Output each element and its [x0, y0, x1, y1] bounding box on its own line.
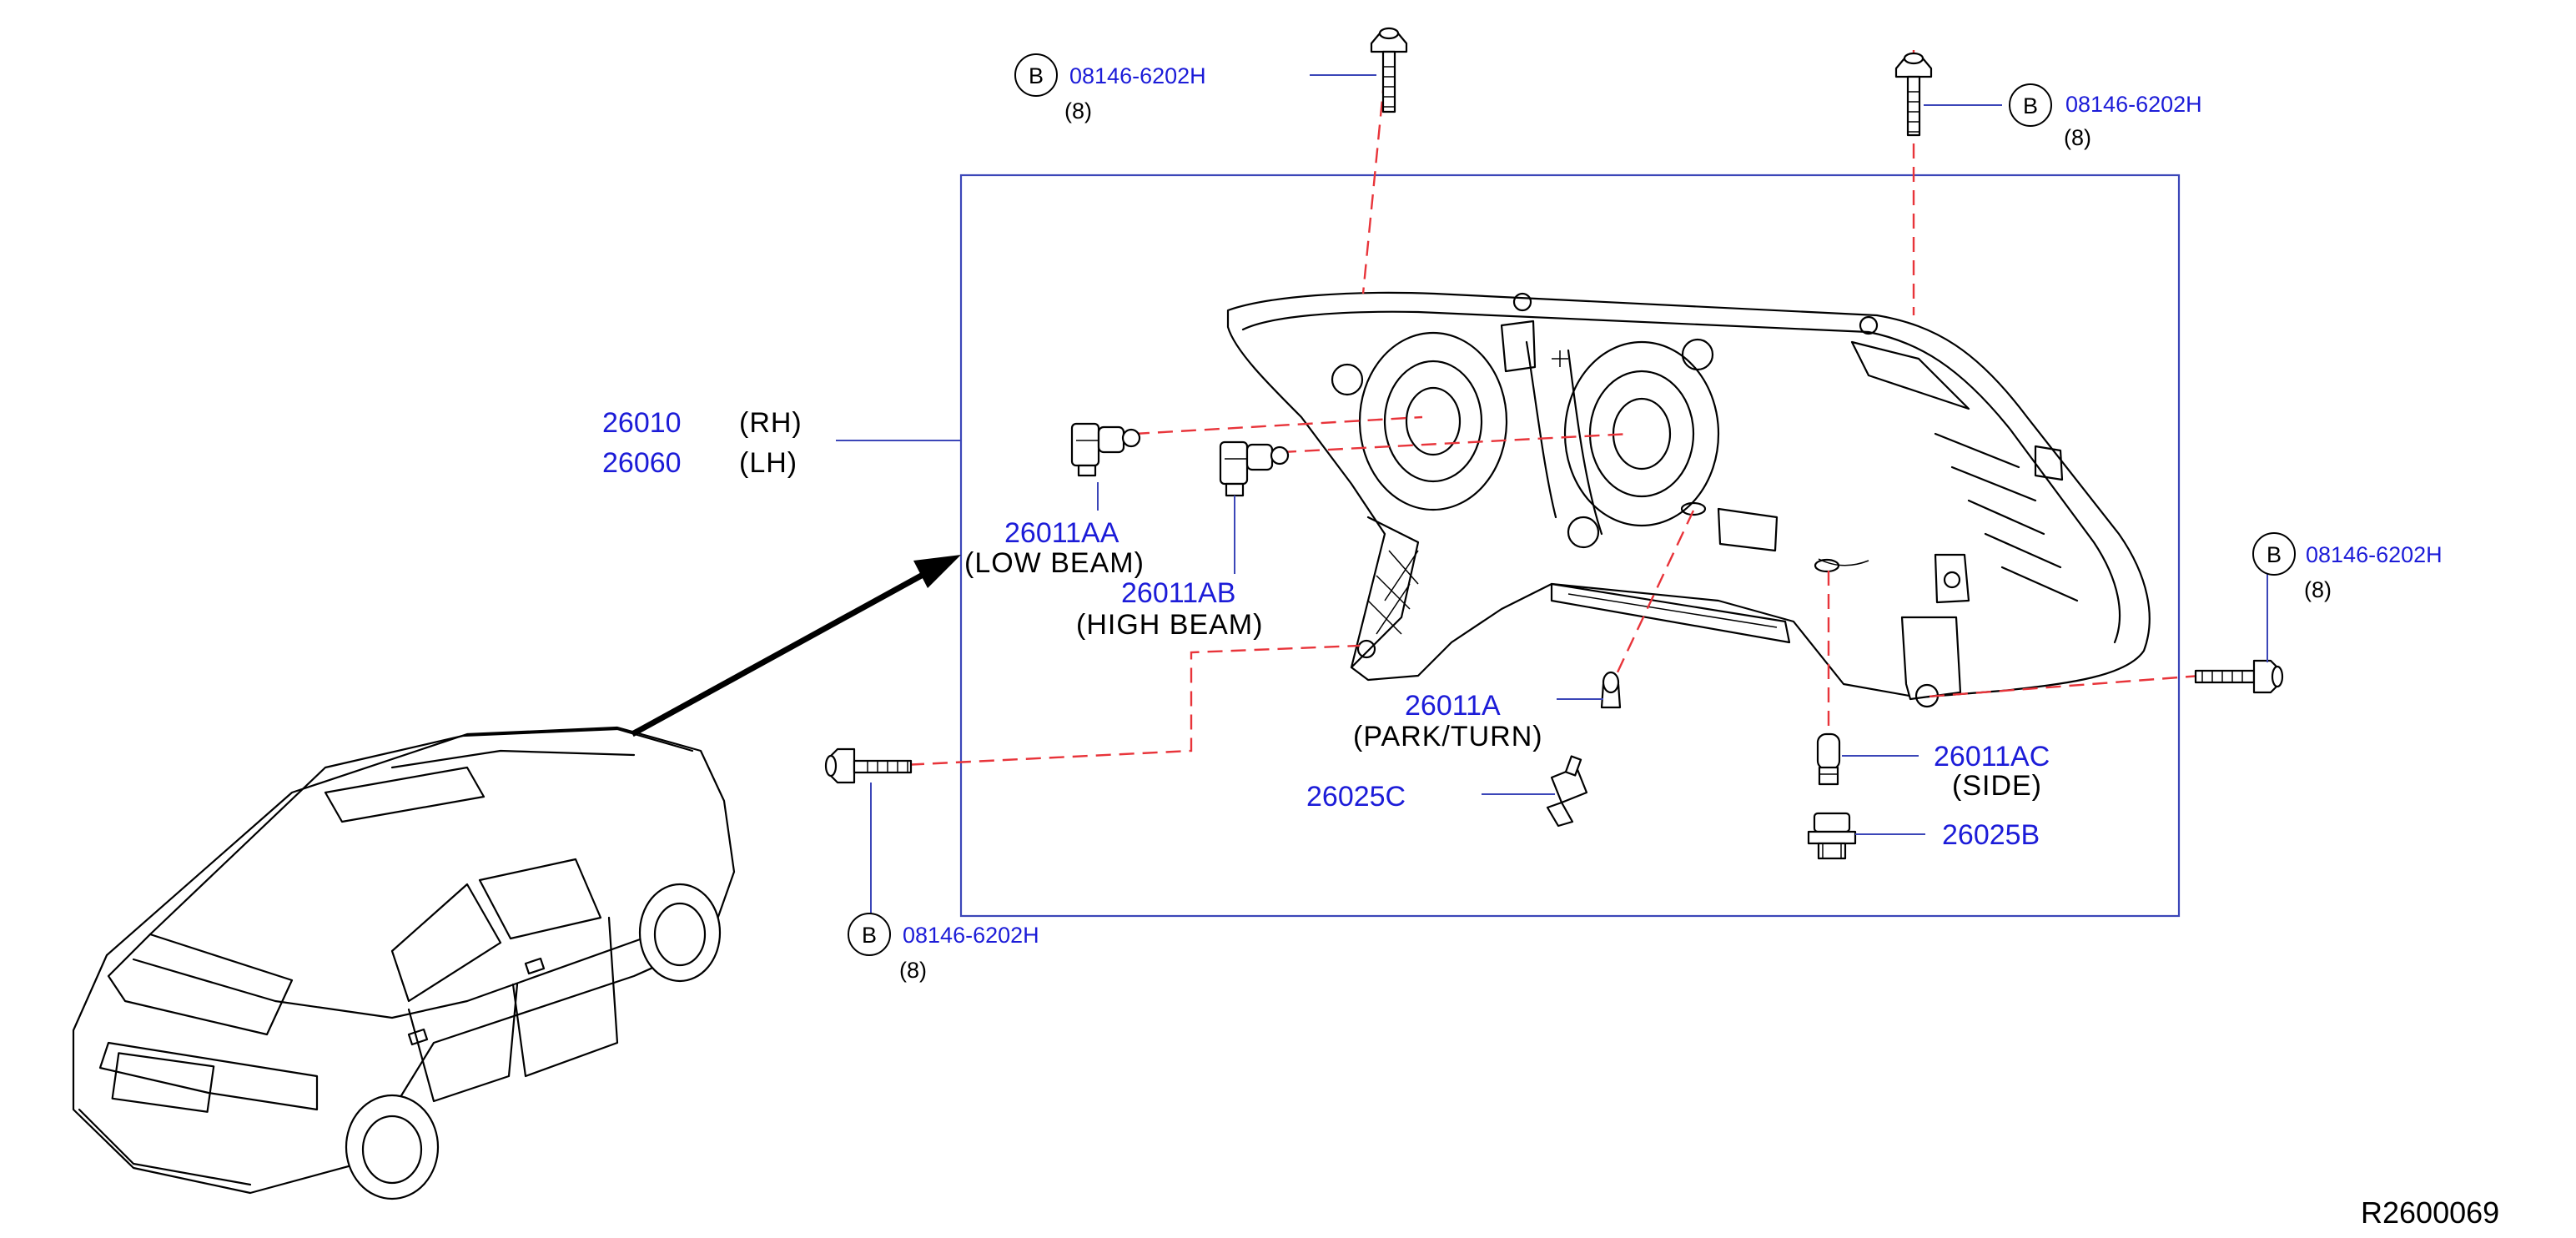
assembly-part-rh: 26010 [602, 407, 682, 439]
svg-text:08146-6202H: 08146-6202H [2306, 542, 2443, 567]
side-desc: (SIDE) [1952, 770, 2042, 802]
svg-text:(8): (8) [899, 958, 927, 983]
svg-text:B: B [862, 923, 877, 948]
low-beam-desc: (LOW BEAM) [964, 547, 1145, 579]
svg-text:08146-6202H: 08146-6202H [2065, 92, 2202, 117]
svg-text:B: B [2023, 93, 2038, 118]
svg-text:08146-6202H: 08146-6202H [903, 923, 1039, 948]
side-part: 26011AC [1934, 741, 2050, 772]
park-turn-bulb-drawing [1600, 671, 1622, 709]
park-turn-part: 26011A [1405, 690, 1501, 722]
headlamp-housing [1226, 291, 2151, 708]
leader-lines [836, 74, 2268, 916]
socket-b-drawing [1807, 812, 1857, 860]
socket-c-drawing [1546, 755, 1588, 828]
side-bulb-drawing [1816, 732, 1841, 786]
svg-text:08146-6202H: 08146-6202H [1069, 63, 1206, 88]
bolt-callout-right: B 08146-6202H (8) [2252, 532, 2443, 602]
assembly-part-lh: 26060 [602, 447, 682, 479]
bolt-callout-top-right: B 08146-6202H (8) [2009, 83, 2202, 150]
svg-text:B: B [1029, 63, 1044, 88]
svg-text:(8): (8) [2304, 577, 2332, 602]
high-beam-bulb-drawing [1219, 440, 1290, 497]
park-turn-desc: (PARK/TURN) [1353, 721, 1543, 752]
assembly-side-lh: (LH) [739, 447, 797, 479]
low-beam-part: 26011AA [1004, 517, 1119, 549]
socket-c-part: 26025C [1306, 781, 1406, 813]
svg-text:(8): (8) [1064, 98, 1092, 123]
reference-code: R2600069 [2361, 1195, 2499, 1230]
socket-b-part: 26025B [1942, 819, 2040, 851]
bolt-top-left-drawing [1370, 27, 1408, 113]
high-beam-desc: (HIGH BEAM) [1076, 609, 1263, 641]
assembly-frame [959, 174, 2181, 918]
hidden-lines [885, 31, 2201, 767]
svg-text:(8): (8) [2064, 125, 2091, 150]
bolt-top-right-drawing [1894, 52, 1933, 137]
svg-text:B: B [2267, 542, 2282, 567]
assembly-side-rh: (RH) [739, 407, 802, 439]
bolt-callout-bottom-left: B 08146-6202H (8) [848, 913, 1039, 983]
bolt-left-drawing [824, 747, 913, 784]
high-beam-part: 26011AB [1121, 577, 1235, 609]
low-beam-bulb-drawing [1070, 422, 1141, 477]
bolt-right-drawing [2194, 659, 2284, 694]
location-arrow [631, 555, 961, 737]
vehicle-illustration [72, 726, 736, 1200]
bolt-callout-top-left: B 08146-6202H (8) [1014, 53, 1206, 123]
